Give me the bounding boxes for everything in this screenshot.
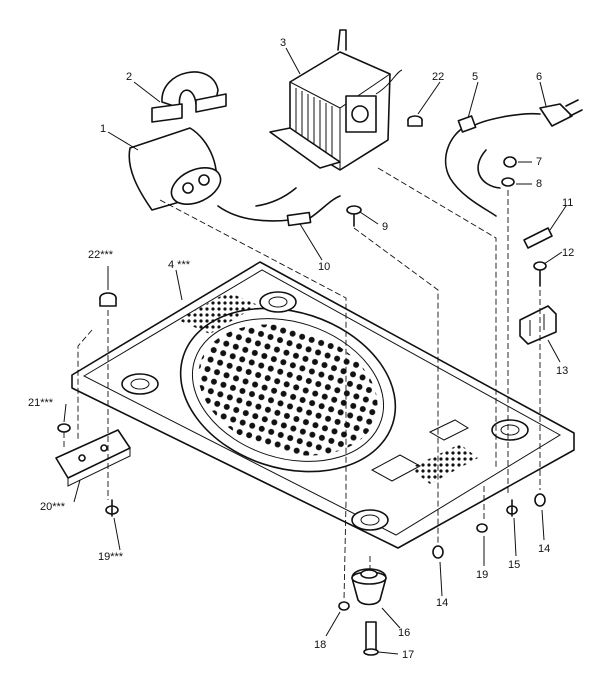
foot-16 xyxy=(351,568,387,606)
fuse xyxy=(523,227,553,249)
screw-17 xyxy=(363,621,379,656)
callout-4: 4 *** xyxy=(168,259,191,271)
callout-7: 7 xyxy=(536,156,542,168)
screw-9 xyxy=(346,205,362,227)
base-foot-boss xyxy=(121,291,529,531)
base-plate xyxy=(71,261,575,549)
callout-22: 22 xyxy=(432,71,444,83)
callout-labels: 1 2 3 4 *** 5 6 7 8 9 10 11 12 13 14 14 … xyxy=(28,37,574,661)
callout-14-right: 14 xyxy=(538,543,550,555)
foot-14-right xyxy=(534,493,546,507)
capacitor xyxy=(128,127,222,211)
callout-1: 1 xyxy=(100,123,106,135)
callout-2: 2 xyxy=(126,71,132,83)
thermal-fuse-wire xyxy=(217,187,341,227)
callout-6: 6 xyxy=(536,71,542,83)
screw-19-right xyxy=(476,523,488,533)
callout-10: 10 xyxy=(318,261,330,273)
transformer xyxy=(269,29,403,171)
callout-11: 11 xyxy=(562,197,573,209)
capacitor-strap xyxy=(151,71,227,123)
callout-16: 16 xyxy=(398,627,410,639)
callout-13: 13 xyxy=(556,365,568,377)
callout-21: 21*** xyxy=(28,397,54,409)
leader-lines xyxy=(63,47,567,655)
screw-22 xyxy=(407,115,423,127)
screw-19-left xyxy=(105,499,119,517)
foot-14-center xyxy=(432,545,444,559)
callout-12: 12 xyxy=(562,247,574,259)
assembly-lines xyxy=(63,167,541,601)
callout-19-left: 19*** xyxy=(98,551,124,563)
callout-9: 9 xyxy=(382,221,388,233)
callout-19-right: 19 xyxy=(476,569,488,581)
callout-3: 3 xyxy=(280,37,286,49)
bracket-20 xyxy=(55,429,131,487)
screw-12 xyxy=(533,261,547,287)
callout-5: 5 xyxy=(472,71,478,83)
fuse-holder xyxy=(519,305,557,345)
screw-18 xyxy=(338,601,350,611)
callout-8: 8 xyxy=(536,178,542,190)
screw-22-left xyxy=(99,292,117,307)
callout-14-center: 14 xyxy=(436,597,448,609)
callout-22-left: 22*** xyxy=(88,249,114,261)
nut-21 xyxy=(57,423,71,433)
callout-20: 20*** xyxy=(40,501,66,513)
callout-15: 15 xyxy=(508,559,520,571)
callout-18: 18 xyxy=(314,639,326,651)
screw-15 xyxy=(506,499,518,517)
power-cord-harness xyxy=(444,99,583,217)
callout-17: 17 xyxy=(402,649,414,661)
